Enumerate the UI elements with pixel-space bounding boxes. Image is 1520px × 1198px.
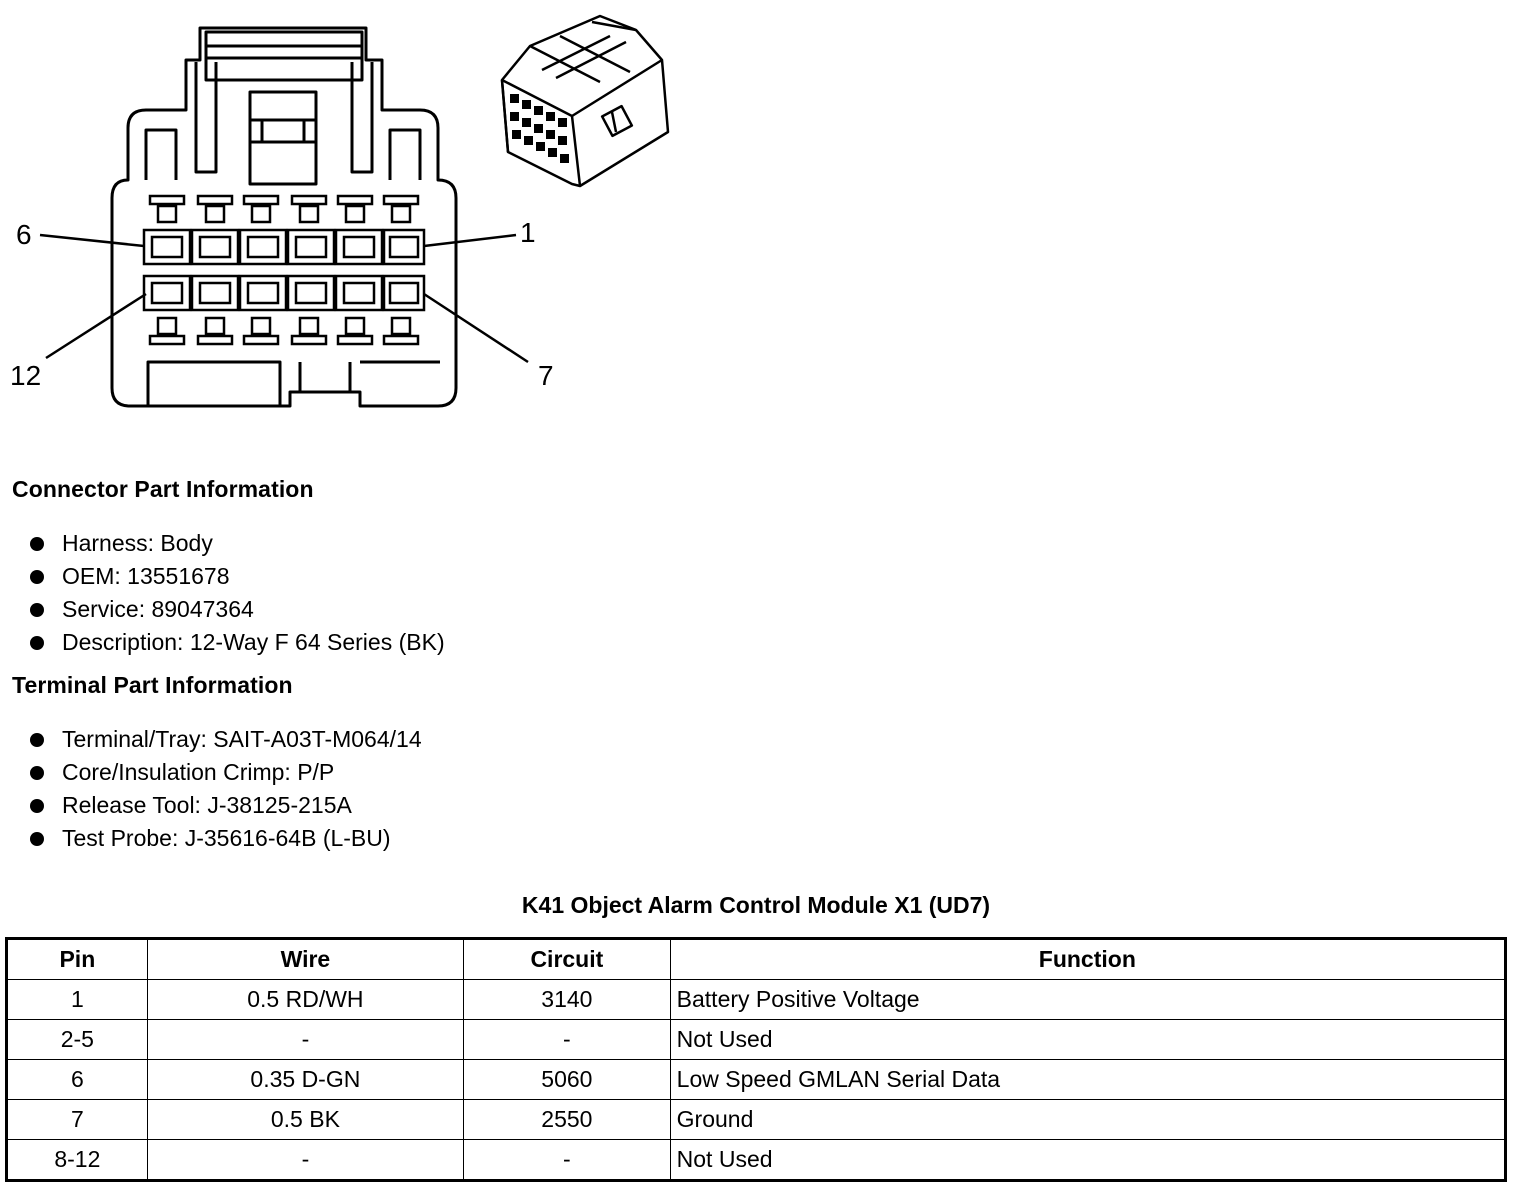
table-row: 2-5 - - Not Used bbox=[6, 1019, 1507, 1060]
cell-circuit: 3140 bbox=[463, 979, 671, 1020]
pin-label-7: 7 bbox=[538, 360, 554, 391]
cell-pin: 2-5 bbox=[6, 1019, 148, 1060]
bullet-icon bbox=[30, 799, 44, 813]
list-item: Description: 12-Way F 64 Series (BK) bbox=[28, 626, 445, 659]
table-row: 7 0.5 BK 2550 Ground bbox=[6, 1099, 1507, 1140]
cell-wire: 0.5 RD/WH bbox=[146, 979, 465, 1020]
terminal-info-heading: Terminal Part Information bbox=[12, 672, 293, 698]
cell-function: Not Used bbox=[669, 1139, 1507, 1181]
list-item-text: Release Tool: J-38125-215A bbox=[62, 792, 352, 818]
terminal-info-list: Terminal/Tray: SAIT-A03T-M064/14 Core/In… bbox=[28, 723, 422, 855]
cavity-row-bottom bbox=[142, 274, 426, 312]
pin-label-12: 12 bbox=[10, 360, 41, 391]
cell-pin: 1 bbox=[6, 979, 148, 1020]
cell-pin: 6 bbox=[6, 1059, 148, 1100]
cell-circuit: - bbox=[463, 1139, 671, 1181]
cell-circuit: 5060 bbox=[463, 1059, 671, 1100]
connector-housing-outline bbox=[110, 26, 458, 408]
column-header-function: Function bbox=[669, 938, 1507, 980]
cell-function: Battery Positive Voltage bbox=[669, 979, 1507, 1020]
bullet-icon bbox=[30, 603, 44, 617]
list-item: Harness: Body bbox=[28, 527, 445, 560]
bullet-icon bbox=[30, 537, 44, 551]
table-row: 1 0.5 RD/WH 3140 Battery Positive Voltag… bbox=[6, 979, 1507, 1020]
cell-circuit: 2550 bbox=[463, 1099, 671, 1140]
list-item-text: Core/Insulation Crimp: P/P bbox=[62, 759, 335, 785]
list-item: OEM: 13551678 bbox=[28, 560, 445, 593]
table-caption: K41 Object Alarm Control Module X1 (UD7) bbox=[521, 892, 991, 918]
pin-label-1: 1 bbox=[520, 217, 536, 248]
cell-pin: 8-12 bbox=[6, 1139, 148, 1181]
cell-function: Ground bbox=[669, 1099, 1507, 1140]
bullet-icon bbox=[30, 636, 44, 650]
list-item: Release Tool: J-38125-215A bbox=[28, 789, 422, 822]
cavity-row-top bbox=[142, 228, 426, 266]
bullet-icon bbox=[30, 832, 44, 846]
list-item-text: Test Probe: J-35616-64B (L-BU) bbox=[62, 825, 391, 851]
table-row: 6 0.35 D-GN 5060 Low Speed GMLAN Serial … bbox=[6, 1059, 1507, 1100]
pin-table: Pin Wire Circuit Function 1 0.5 RD/WH 31… bbox=[5, 937, 1507, 1182]
list-item: Test Probe: J-35616-64B (L-BU) bbox=[28, 822, 422, 855]
column-header-circuit: Circuit bbox=[463, 938, 671, 980]
cell-function: Not Used bbox=[669, 1019, 1507, 1060]
cell-wire: - bbox=[146, 1139, 465, 1181]
locking-tabs-top bbox=[148, 194, 420, 224]
list-item: Service: 89047364 bbox=[28, 593, 445, 626]
pin-label-6: 6 bbox=[16, 219, 32, 250]
cell-function: Low Speed GMLAN Serial Data bbox=[669, 1059, 1507, 1100]
cell-wire: - bbox=[146, 1019, 465, 1060]
cell-wire: 0.35 D-GN bbox=[146, 1059, 465, 1100]
locking-tabs-bottom bbox=[148, 316, 420, 346]
cell-wire: 0.5 BK bbox=[146, 1099, 465, 1140]
bullet-icon bbox=[30, 570, 44, 584]
list-item-text: Harness: Body bbox=[62, 530, 213, 556]
cell-circuit: - bbox=[463, 1019, 671, 1060]
list-item-text: OEM: 13551678 bbox=[62, 563, 230, 589]
list-item-text: Terminal/Tray: SAIT-A03T-M064/14 bbox=[62, 726, 422, 752]
connector-diagram: 6 1 12 7 bbox=[10, 14, 670, 408]
list-item: Terminal/Tray: SAIT-A03T-M064/14 bbox=[28, 723, 422, 756]
column-header-wire: Wire bbox=[146, 938, 465, 980]
table-row: 8-12 - - Not Used bbox=[6, 1139, 1507, 1181]
column-header-pin: Pin bbox=[6, 938, 148, 980]
list-item-text: Service: 89047364 bbox=[62, 596, 254, 622]
list-item: Core/Insulation Crimp: P/P bbox=[28, 756, 422, 789]
connector-isometric-view bbox=[500, 14, 670, 188]
connector-info-heading: Connector Part Information bbox=[12, 476, 314, 502]
bullet-icon bbox=[30, 733, 44, 747]
bullet-icon bbox=[30, 766, 44, 780]
cell-pin: 7 bbox=[6, 1099, 148, 1140]
connector-info-list: Harness: Body OEM: 13551678 Service: 890… bbox=[28, 527, 445, 659]
list-item-text: Description: 12-Way F 64 Series (BK) bbox=[62, 629, 445, 655]
table-header-row: Pin Wire Circuit Function bbox=[6, 938, 1507, 980]
